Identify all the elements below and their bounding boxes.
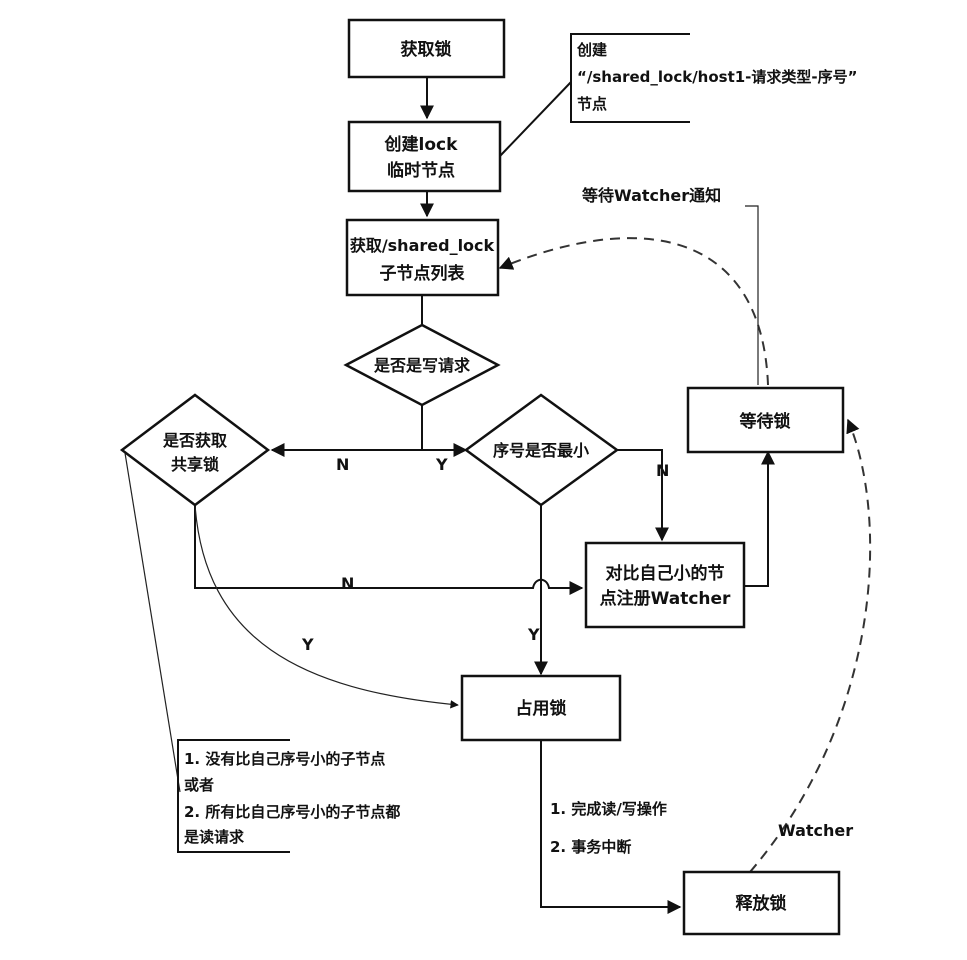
is-min-label: 序号是否最小 (493, 441, 589, 460)
create-node-note-3: 节点 (577, 95, 607, 113)
edge-label-n-register: N (341, 574, 354, 593)
is-write-label: 是否是写请求 (373, 356, 471, 375)
decision-is-write: 是否是写请求 (343, 323, 501, 407)
edge-hold-to-release (540, 740, 682, 914)
decision-is-shared: 是否获取 共享锁 (119, 393, 271, 507)
note-condition: 1. 没有比自己序号小的子节点 或者 2. 所有比自己序号小的子节点都 是读请求 (177, 739, 400, 853)
register-watcher-label-1: 对比自己小的节 (606, 563, 725, 584)
get-children-label-1: 获取/shared_lock (350, 236, 495, 255)
edge-label-y-shared: Y (301, 635, 314, 654)
edge-watcher-trigger-dashed (749, 418, 872, 873)
node-create-lock: 创建lock 临时节点 (347, 120, 502, 193)
release-lock-label: 释放锁 (736, 893, 787, 914)
node-register-watcher: 对比自己小的节 点注册Watcher (584, 541, 746, 629)
edges (124, 77, 872, 914)
connector-create-note (499, 81, 572, 157)
create-lock-label-2: 临时节点 (387, 160, 455, 181)
hold-lock-label: 占用锁 (516, 698, 567, 719)
condition-note-4: 是读请求 (183, 828, 245, 846)
finish-note-1: 1. 完成读/写操作 (550, 800, 667, 818)
wait-lock-label: 等待锁 (740, 411, 791, 432)
watcher-note: Watcher (778, 821, 853, 840)
edge-label-y-ismin-down: Y (527, 625, 540, 644)
connector-condition-note (124, 452, 181, 793)
edge-isshared-yes-to-hold (194, 504, 459, 709)
create-node-note-2: “/shared_lock/host1-请求类型-序号” (577, 68, 858, 86)
node-hold-lock: 占用锁 (460, 674, 622, 742)
edge-label-n-ismin-right: N (656, 461, 669, 480)
edge-isshared-no-to-register (194, 505, 584, 595)
is-shared-label-2: 共享锁 (171, 455, 219, 474)
condition-note-1: 1. 没有比自己序号小的子节点 (184, 750, 385, 768)
edge-register-to-wait (744, 450, 775, 587)
wait-watcher-note: 等待Watcher通知 (581, 186, 721, 205)
is-shared-label-1: 是否获取 (162, 431, 227, 450)
finish-note-2: 2. 事务中断 (550, 838, 631, 856)
note-create-node: 创建 “/shared_lock/host1-请求类型-序号” 节点 (570, 33, 858, 123)
edge-ismin-no-to-register (617, 449, 669, 542)
edge-watcher-notify-dashed (498, 237, 769, 386)
create-node-note-1: 创建 (576, 41, 608, 59)
connector-wait-watcher-note (745, 205, 759, 385)
node-acquire-lock: 获取锁 (347, 18, 506, 79)
node-get-children: 获取/shared_lock 子节点列表 (345, 218, 500, 297)
edge-label-y-is-min: Y (435, 455, 448, 474)
node-wait-lock: 等待锁 (686, 386, 845, 454)
node-release-lock: 释放锁 (682, 870, 841, 936)
create-lock-label-1: 创建lock (384, 134, 459, 155)
register-watcher-label-2: 点注册Watcher (600, 588, 731, 609)
condition-note-3: 2. 所有比自己序号小的子节点都 (184, 803, 400, 821)
condition-note-2: 或者 (184, 776, 214, 794)
get-children-label-2: 子节点列表 (380, 263, 466, 284)
acquire-lock-label: 获取锁 (401, 39, 452, 60)
decision-is-min: 序号是否最小 (463, 393, 620, 507)
edge-label-n-is-shared: N (336, 455, 349, 474)
